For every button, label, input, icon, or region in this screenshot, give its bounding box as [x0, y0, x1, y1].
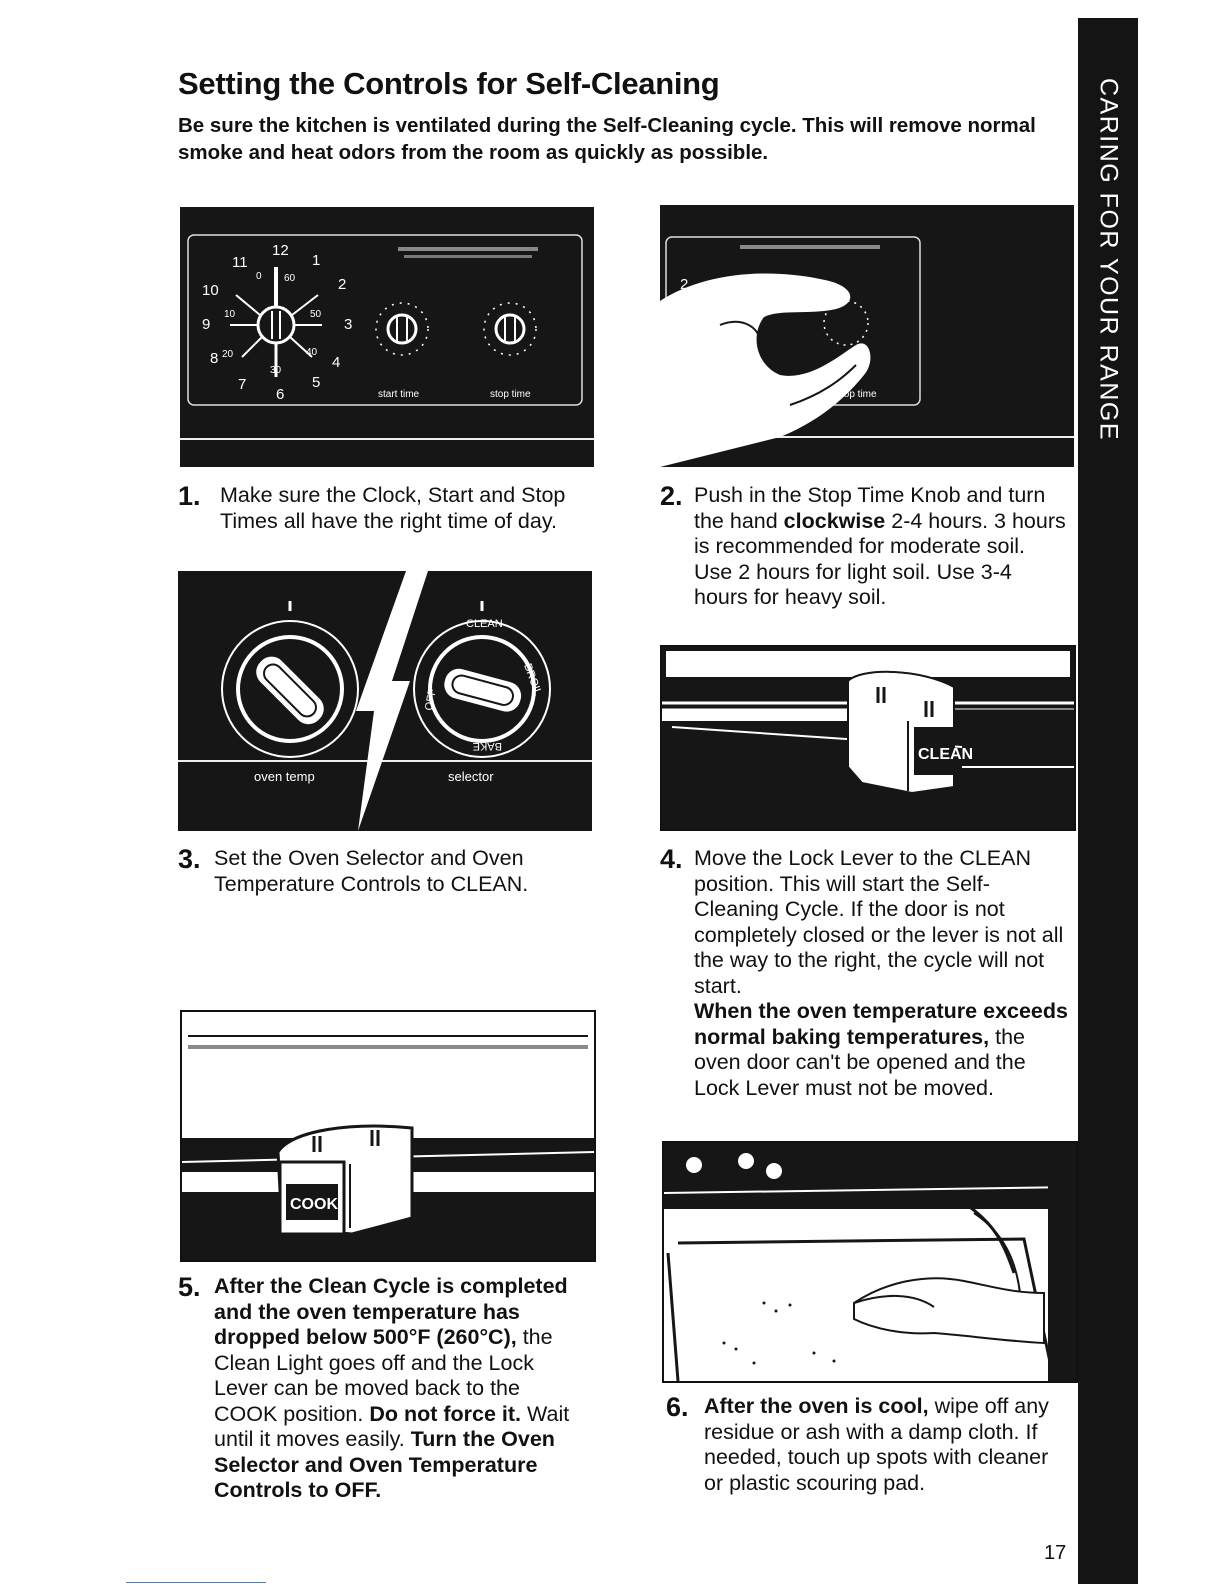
step-4-text: Move the Lock Lever to the CLEAN positio…: [694, 846, 1068, 1100]
side-tab-label: CARING FOR YOUR RANGE: [1094, 78, 1123, 442]
stop-time-knob-icon: [483, 302, 537, 356]
clock-number: 8: [210, 350, 218, 367]
page-title: Setting the Controls for Self-Cleaning: [178, 66, 720, 101]
clean-lever-label: CLEAN: [918, 746, 973, 763]
clock-number: 9: [202, 316, 210, 333]
timer-mark: 40: [306, 347, 318, 358]
side-tab: CARING FOR YOUR RANGE: [1078, 18, 1138, 1584]
clock-number: 6: [276, 386, 284, 403]
timer-mark: 60: [284, 273, 296, 284]
page-number: 17: [1044, 1542, 1067, 1564]
stop-time-label: stop time: [836, 389, 877, 400]
timer-mark: 50: [310, 309, 322, 320]
start-time-knob-icon: [375, 302, 429, 356]
timer-mark: 20: [222, 349, 234, 360]
start-time-label: start time: [378, 389, 420, 400]
oven-temp-label: oven temp: [254, 769, 315, 784]
figure-knobs-panel: CLEAN BROIL BAKE OFF oven temp selector: [178, 571, 592, 831]
clock-number: 10: [202, 282, 219, 299]
broil-mark: BROIL: [521, 662, 544, 697]
step-2-text: Push in the Stop Time Knob and turn the …: [694, 483, 1066, 609]
step-5-number: 5.: [178, 1272, 201, 1302]
timer-mark: 30: [270, 365, 282, 376]
figure-lock-clean-panel: CLEAN: [660, 645, 1076, 831]
step-6-text: After the oven is cool, wipe off any res…: [704, 1394, 1049, 1495]
oven-temp-knob-icon: [221, 601, 359, 758]
clock-number: 7: [238, 376, 246, 393]
clock-number: 5: [312, 374, 320, 391]
selector-knob-icon: [413, 601, 551, 758]
clock-dial-icon: [230, 267, 322, 377]
step-6-number: 6.: [666, 1392, 689, 1422]
clock-number: 12: [272, 242, 289, 259]
figure-clock-panel: 12 1 2 3 4 5 6 7 8 9 10 11 0 60 50 40 30…: [180, 207, 594, 467]
step-1-number: 1.: [178, 481, 201, 511]
timer-mark: 0: [256, 271, 262, 282]
figure-lock-cook-panel: COOK: [180, 1010, 596, 1262]
intro-text: Be sure the kitchen is ventilated during…: [178, 114, 1036, 164]
figure-wipe-oven-panel: [662, 1141, 1078, 1383]
timer-mark: 10: [224, 309, 236, 320]
step-2-number: 2.: [660, 481, 683, 511]
selector-label: selector: [448, 769, 494, 784]
figure-stop-knob-panel: 2 stop time: [660, 205, 1074, 467]
step-1-text: Make sure the Clock, Start and Stop Time…: [220, 483, 566, 533]
hand-icon: [660, 273, 871, 467]
clock-number: 11: [232, 254, 248, 271]
clock-number: 3: [344, 316, 352, 333]
cook-lever-label: COOK: [290, 1196, 338, 1213]
step-3-text: Set the Oven Selector and Oven Temperatu…: [214, 846, 529, 896]
lock-lever-icon: [276, 1124, 414, 1236]
clean-mark: CLEAN: [466, 618, 503, 630]
svg-text:2: 2: [680, 276, 688, 293]
step-3-number: 3.: [178, 844, 201, 874]
step-5-text: After the Clean Cycle is completed and t…: [214, 1274, 570, 1502]
clock-number: 1: [312, 252, 320, 269]
off-mark: OFF: [423, 688, 439, 712]
bake-mark: BAKE: [473, 740, 502, 752]
lock-lever-icon: [847, 670, 955, 795]
hand-with-cloth-icon: [853, 1277, 1045, 1345]
clock-number: 2: [338, 276, 346, 293]
step-4-number: 4.: [660, 844, 683, 874]
clock-number: 4: [332, 354, 340, 371]
stop-time-label: stop time: [490, 389, 531, 400]
footer-rule: [126, 1582, 266, 1583]
